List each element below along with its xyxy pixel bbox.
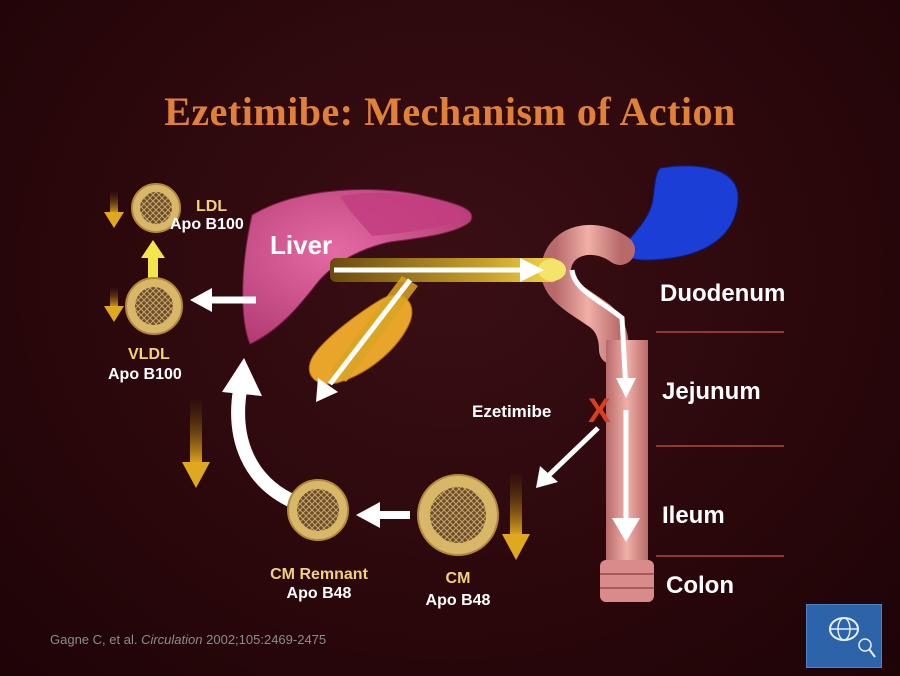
ezetimibe-label: Ezetimibe xyxy=(472,402,552,421)
vldl-apo-label: Apo B100 xyxy=(108,366,182,383)
vldl-label: VLDL xyxy=(128,346,170,363)
jejunum-label: Jejunum xyxy=(662,378,761,405)
cm-remnant-label: CM Remnant xyxy=(270,566,368,583)
cm-particle xyxy=(417,474,499,556)
cm-down-arrow xyxy=(502,474,530,560)
cm-remnant-particle xyxy=(287,479,349,541)
colon-label: Colon xyxy=(666,572,734,599)
liver-to-gallbladder-arrow xyxy=(328,278,412,386)
citation: Gagne C, et al. Circulation 2002;105:246… xyxy=(50,632,326,647)
ldl-particle xyxy=(131,183,181,233)
cm-remnant-apo-label: Apo B48 xyxy=(286,585,352,602)
ldl-label: LDL xyxy=(196,198,228,215)
vldl-to-ldl-arrow xyxy=(148,256,158,278)
vldl-down-arrow xyxy=(104,288,124,322)
intestinal-flow-arrow xyxy=(569,269,629,391)
citation-ref: 2002;105:2469-2475 xyxy=(206,632,327,647)
duodenum-label: Duodenum xyxy=(660,280,786,307)
intestine-to-cm-arrow xyxy=(544,426,600,480)
block-mark: X xyxy=(588,392,611,430)
colon-shape xyxy=(600,560,654,602)
cm-label: CM xyxy=(445,570,471,587)
cm-apo-label: Apo B48 xyxy=(425,592,491,609)
ldl-apo-label: Apo B100 xyxy=(170,216,244,233)
page-title: Ezetimibe: Mechanism of Action xyxy=(164,89,736,134)
liver-left-lobe xyxy=(340,192,470,236)
ileum-label: Ileum xyxy=(662,502,725,529)
liver-label: Liver xyxy=(270,230,333,260)
intestinal-flow-arrowhead xyxy=(612,518,640,542)
plasma-down-arrow xyxy=(182,400,210,488)
citation-journal: Circulation xyxy=(141,632,203,647)
duodenum-tube xyxy=(541,224,635,365)
stomach-shape xyxy=(617,165,739,261)
ldl-down-arrow xyxy=(104,192,124,228)
remnant-to-liver-arrow xyxy=(231,388,294,507)
vldl-particle xyxy=(125,277,183,335)
citation-authors: Gagne C, et al. xyxy=(50,632,138,647)
institution-logo-icon xyxy=(806,604,882,668)
